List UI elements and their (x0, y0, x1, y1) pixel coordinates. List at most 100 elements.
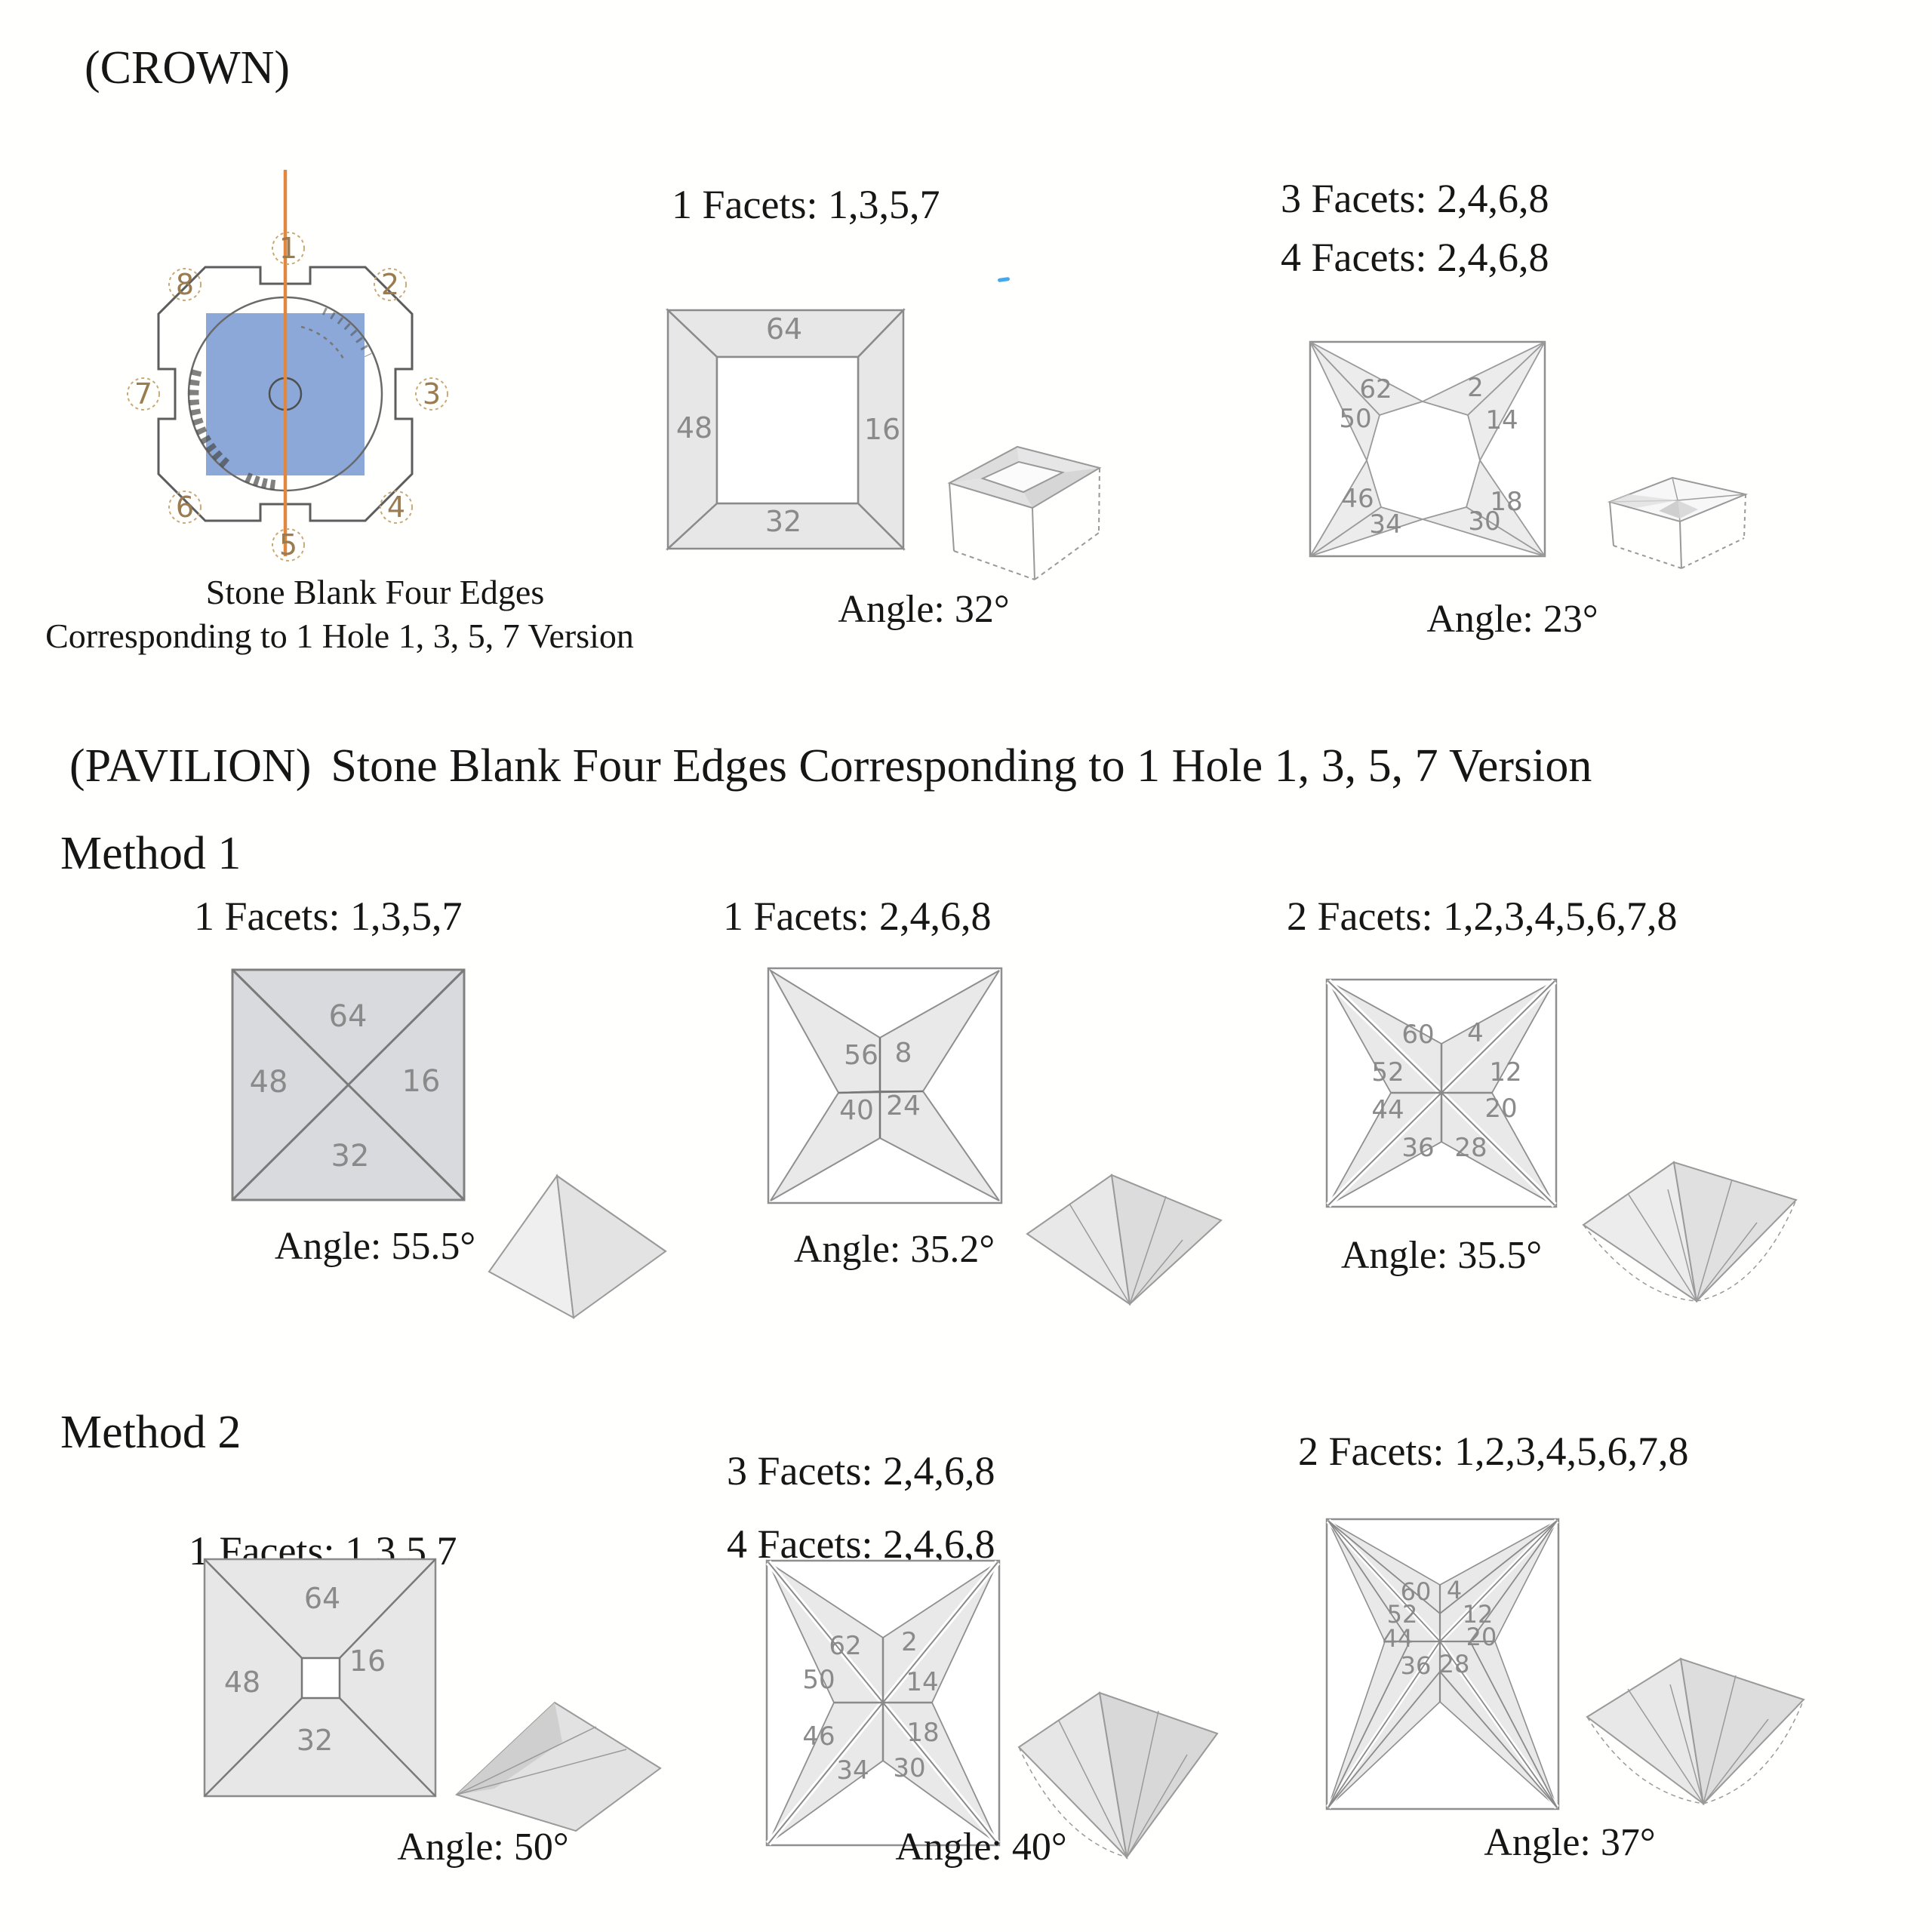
pavilion-section-label: (PAVILION) (69, 740, 312, 792)
crown-cut2-facet-50 (1309, 341, 1381, 463)
crown-cut1-header: 1 Facets: 1,3,5,7 (672, 182, 940, 227)
crown-cut1-num-right: 16 (864, 413, 900, 446)
m1c2-center-horizontal (838, 1090, 924, 1094)
crown-cut1-num-top: 64 (766, 312, 802, 346)
method2-cut2-diagram: 62 2 50 14 46 18 34 30 (765, 1559, 1001, 1847)
m2c2-sketch-line-a (1058, 1720, 1128, 1858)
m1c3-sketch-line-b (1696, 1179, 1733, 1302)
m2c1-num-bottom: 32 (297, 1724, 333, 1757)
index-number-2: 2 (381, 268, 399, 301)
method1-heading: Method 1 (60, 828, 242, 879)
crown-cut1-diagram: 64 48 16 32 (666, 308, 906, 551)
m2c3-fan-tr-b (1469, 1520, 1558, 1642)
m2c2-num-34: 34 (836, 1755, 869, 1786)
method2-cut2-header-line1: 3 Facets: 2,4,6,8 (727, 1448, 995, 1494)
method2-heading: Method 2 (60, 1407, 242, 1458)
method1-cut3-3d-sketch (1582, 1161, 1798, 1303)
m2c3-num-60: 60 (1401, 1577, 1432, 1606)
m2c3-sketch-line-c (1703, 1718, 1769, 1804)
m2c2-num-30: 30 (893, 1753, 925, 1783)
sketch1-bottom-left-dashed (953, 550, 1035, 580)
crown-cut2-header-line2: 4 Facets: 2,4,6,8 (1281, 235, 1549, 280)
pavilion-section-heading: (PAVILION) Stone Blank Four Edges Corresp… (69, 740, 1592, 793)
m2c3-num-44: 44 (1383, 1624, 1414, 1653)
m1c1-num-top: 64 (329, 999, 368, 1034)
m2c2-num-2: 2 (901, 1627, 918, 1657)
index-number-group: 1 2 3 4 5 6 7 8 (127, 232, 448, 561)
index-circle-5 (272, 528, 305, 561)
crown-cut1-num-bottom: 32 (765, 505, 801, 538)
method2-cut1-diagram: 64 48 16 32 (203, 1558, 437, 1798)
m1c1-num-bottom: 32 (331, 1139, 370, 1174)
method1-cut1-diagram: 64 48 16 32 (231, 968, 466, 1201)
sketch2-edge-right-dashed (1743, 494, 1746, 539)
m1c3-sketch-bottom-dashed (1583, 1224, 1697, 1302)
m1c2-sketch-facet-b (1110, 1174, 1223, 1306)
method2-cut3-diagram: 60 4 52 12 44 20 36 28 (1325, 1518, 1560, 1810)
sketch1-edge-left (949, 482, 955, 552)
m1c3-diag-tr (1441, 980, 1555, 1094)
m2c3-diag-bl (1327, 1641, 1441, 1808)
m2c1-num-top: 64 (304, 1582, 340, 1615)
index-hatch-band-bottom (245, 472, 278, 491)
sketch1-bottom-right-dashed (1034, 532, 1100, 580)
sketch2-shaded-facet-c (1610, 494, 1678, 508)
sketch1-table (980, 460, 1065, 494)
crown-cut2-diagram: 62 2 50 14 46 18 34 30 (1309, 340, 1546, 558)
m1c3-diag-br (1441, 1092, 1555, 1206)
sketch2-shaded-facet-a (1659, 500, 1680, 518)
index-number-4: 4 (387, 491, 405, 524)
index-circle-6 (168, 491, 202, 524)
m2c3-fan-bl-a (1327, 1641, 1411, 1808)
method1-cut2-3d-sketch (1026, 1174, 1223, 1306)
m2c1-diag-bl (204, 1697, 303, 1797)
m2c3-diag-tr (1439, 1520, 1558, 1642)
m2c3-sketch-line-a (1627, 1688, 1704, 1804)
crown-cut1-table (715, 355, 860, 505)
crown-cut2-header-line1: 3 Facets: 2,4,6,8 (1281, 176, 1549, 221)
crown-cut2-facet-34 (1309, 506, 1426, 557)
m1c3-num-36: 36 (1401, 1133, 1434, 1163)
pavilion-section-title: Stone Blank Four Edges Corresponding to … (331, 740, 1592, 792)
m2c2-diag-tr (882, 1561, 998, 1703)
sketch2-shaded-facet-b (1678, 500, 1698, 518)
method1-cut2-angle: Angle: 35.2° (793, 1228, 995, 1271)
crown-cut1-num-left: 48 (676, 411, 712, 445)
crown-cut2-3d-sketch (1607, 476, 1749, 569)
index-hatch-band-left (189, 369, 230, 468)
crown-cut2-facet-30 (1420, 506, 1546, 557)
m2c2-diag-bl (768, 1702, 884, 1844)
index-circle-3 (415, 377, 448, 411)
sketch2-bottom-right-dashed (1681, 537, 1745, 569)
stone-blank-caption-line1: Stone Blank Four Edges (205, 573, 545, 611)
sketch1-bevel-d (949, 478, 1032, 508)
method2-cut2-3d-sketch (1017, 1691, 1219, 1860)
m2c2-sketch-line-b (1126, 1710, 1159, 1858)
index-circle-4 (380, 491, 413, 524)
index-circle-7 (127, 377, 160, 411)
stone-blank-outline (157, 266, 414, 522)
m1c3-diag-bl (1327, 1092, 1442, 1206)
m2c2-sketch-line-c (1126, 1754, 1188, 1858)
m2c1-num-right: 16 (349, 1644, 386, 1678)
index-number-3: 3 (423, 377, 441, 411)
method1-cut2-diagram: 56 8 40 24 (767, 967, 1003, 1204)
m2c3-num-12: 12 (1463, 1600, 1494, 1629)
m1c3-num-60: 60 (1401, 1020, 1434, 1050)
m1c1-num-right: 16 (402, 1064, 441, 1099)
index-number-7: 7 (134, 377, 152, 411)
method1-cut3-angle: Angle: 35.5° (1340, 1234, 1543, 1277)
m2c3-sketch-bottom-dashed-b (1703, 1699, 1804, 1804)
m2c3-sketch-bottom-dashed-a (1586, 1716, 1704, 1804)
m1c1-sketch-face-right (555, 1174, 667, 1319)
sketch1-edge-front (1032, 507, 1035, 580)
crown-cut2-num-50: 50 (1339, 404, 1371, 434)
m2c2-num-14: 14 (906, 1667, 938, 1697)
m2c3-num-52: 52 (1387, 1600, 1418, 1629)
m1c3-sketch-line-a (1628, 1194, 1697, 1302)
crown-cut2-num-34: 34 (1369, 509, 1401, 540)
index-circle-8 (168, 268, 202, 301)
sketch2-bottom-left-dashed (1613, 545, 1682, 569)
m2c3-diag-br (1439, 1641, 1558, 1808)
scan-artifact-blue-dash (997, 276, 1011, 283)
